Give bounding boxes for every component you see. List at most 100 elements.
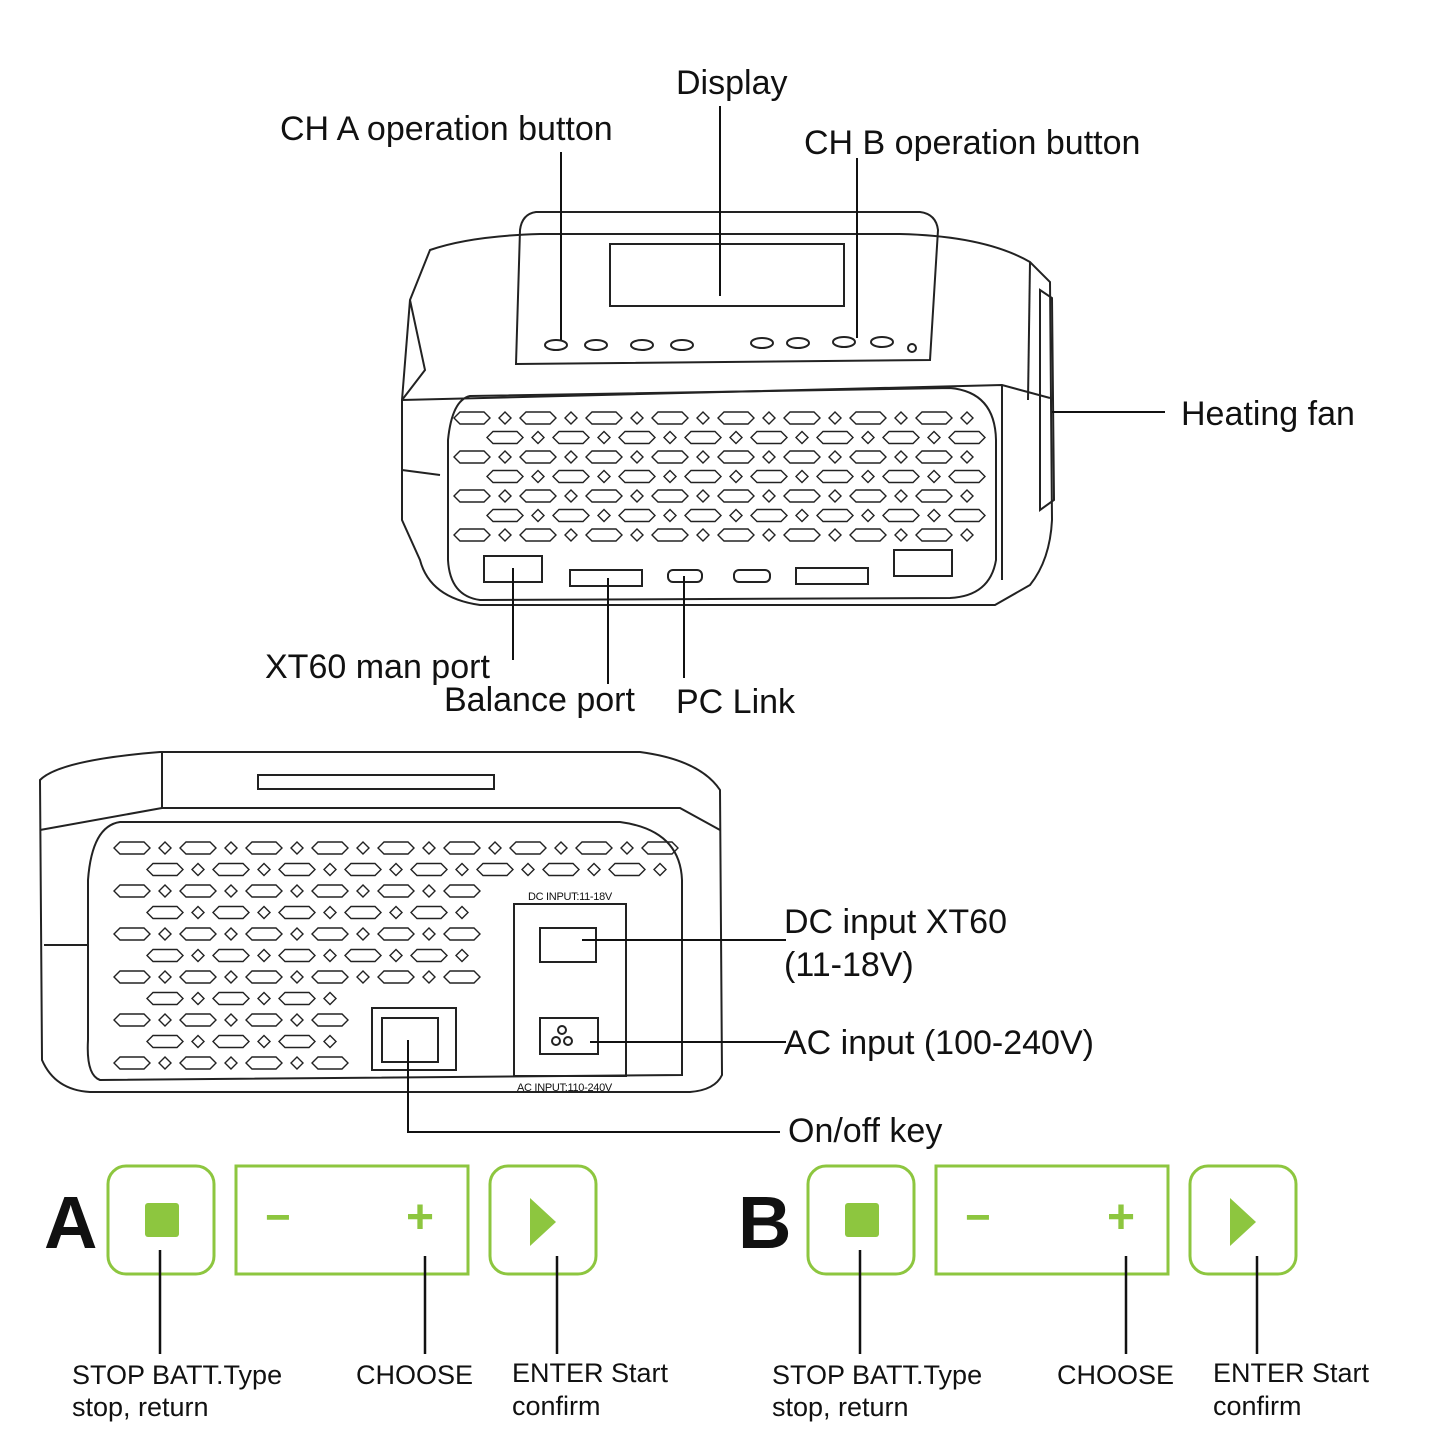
grille-slot <box>651 528 689 542</box>
b-plus-icon: + <box>1107 1191 1136 1244</box>
grille-slot <box>377 927 415 941</box>
grille-diamond <box>795 430 809 445</box>
display-screen <box>609 243 845 307</box>
grille-slot <box>212 862 250 877</box>
grille-diamond <box>257 1034 271 1049</box>
grille-diamond <box>630 411 644 425</box>
grille-diamond <box>455 948 469 963</box>
leader-lines <box>407 106 1165 1133</box>
grille-slot <box>212 948 250 963</box>
a-enter-key <box>488 1164 598 1276</box>
grille-diamond <box>696 450 710 464</box>
grille-slot <box>179 884 217 898</box>
grille-diamond <box>158 1056 172 1070</box>
grille-slot <box>519 489 557 503</box>
grille-diamond <box>653 862 667 877</box>
grille-slot <box>585 489 623 503</box>
grille-slot <box>443 884 481 898</box>
grille-slot <box>486 430 524 445</box>
grille-diamond <box>521 862 535 877</box>
grille-slot <box>179 927 217 941</box>
b-stop-icon <box>845 1203 879 1237</box>
grille-slot <box>849 450 887 464</box>
grille-diamond <box>597 469 611 484</box>
label-heating-fan: Heating fan <box>1181 395 1355 433</box>
grille-diamond <box>630 528 644 542</box>
grille-slot <box>453 450 491 464</box>
panel-a-letter: A <box>44 1181 98 1264</box>
grille-slot <box>882 469 920 484</box>
grille-slot <box>849 411 887 425</box>
grille-diamond <box>554 841 568 855</box>
grille-slot <box>179 970 217 984</box>
grille-slot <box>245 1056 283 1070</box>
grille-slot <box>453 411 491 425</box>
grille-diamond <box>290 884 304 898</box>
grille-diamond <box>894 528 908 542</box>
a-enter-label-2: confirm <box>512 1391 601 1421</box>
b-enter-label-1: ENTER Start <box>1213 1358 1370 1388</box>
grille-diamond <box>224 927 238 941</box>
label-display: Display <box>676 64 788 102</box>
grille-slot <box>717 528 755 542</box>
grille-diamond <box>224 970 238 984</box>
grille-diamond <box>422 841 436 855</box>
grille-diamond <box>762 528 776 542</box>
grille-slot <box>585 528 623 542</box>
grille-slot <box>146 991 184 1006</box>
label-onoff: On/off key <box>788 1112 943 1150</box>
grille-slot <box>783 528 821 542</box>
ac-socket <box>539 1017 599 1055</box>
grille-diamond <box>323 1034 337 1049</box>
grille-diamond <box>224 841 238 855</box>
grille-diamond <box>323 862 337 877</box>
grille-diamond <box>531 469 545 484</box>
grille-diamond <box>257 991 271 1006</box>
grille-diamond <box>158 970 172 984</box>
grille-diamond <box>290 841 304 855</box>
label-dc-input-2: (11-18V) <box>784 946 914 984</box>
a-enter-label-1: ENTER Start <box>512 1358 669 1388</box>
grille-diamond <box>894 489 908 503</box>
grille-slot <box>585 411 623 425</box>
grille-diamond <box>224 884 238 898</box>
grille-slot <box>212 991 250 1006</box>
grille-diamond <box>224 1013 238 1027</box>
grille-diamond <box>663 430 677 445</box>
grille-slot <box>915 528 953 542</box>
grille-diamond <box>927 469 941 484</box>
grille-slot <box>245 1013 283 1027</box>
grille-slot <box>717 489 755 503</box>
top-panel <box>514 211 940 366</box>
grille-diamond <box>191 1034 205 1049</box>
grille-slot <box>849 489 887 503</box>
b-stop-label-2: stop, return <box>772 1392 909 1422</box>
grille-slot <box>717 450 755 464</box>
grille-slot <box>443 841 481 855</box>
label-dc-input-1: DC input XT60 <box>784 903 1007 941</box>
grille-slot <box>377 970 415 984</box>
a-plus-icon: + <box>406 1191 435 1244</box>
grille-diamond <box>488 841 502 855</box>
grille-slot <box>146 948 184 963</box>
grille-slot <box>783 411 821 425</box>
b-choose-label: CHOOSE <box>1057 1360 1175 1390</box>
grille-diamond <box>158 884 172 898</box>
grille-slot <box>146 905 184 920</box>
label-ch-a: CH A operation button <box>280 110 613 148</box>
grille-slot <box>915 450 953 464</box>
a-minus-icon: − <box>265 1193 291 1242</box>
panel-leader-lines <box>158 1250 1259 1354</box>
grille-diamond <box>257 862 271 877</box>
grille-diamond <box>290 970 304 984</box>
grille-diamond <box>630 450 644 464</box>
grille-slot <box>377 841 415 855</box>
grille-diamond <box>795 508 809 523</box>
grille-diamond <box>498 528 512 542</box>
grille-slot <box>113 884 151 898</box>
grille-slot <box>717 411 755 425</box>
grille-slot <box>179 1013 217 1027</box>
grille-slot <box>750 430 788 445</box>
a-stop-icon <box>145 1203 179 1237</box>
grille-diamond <box>894 450 908 464</box>
